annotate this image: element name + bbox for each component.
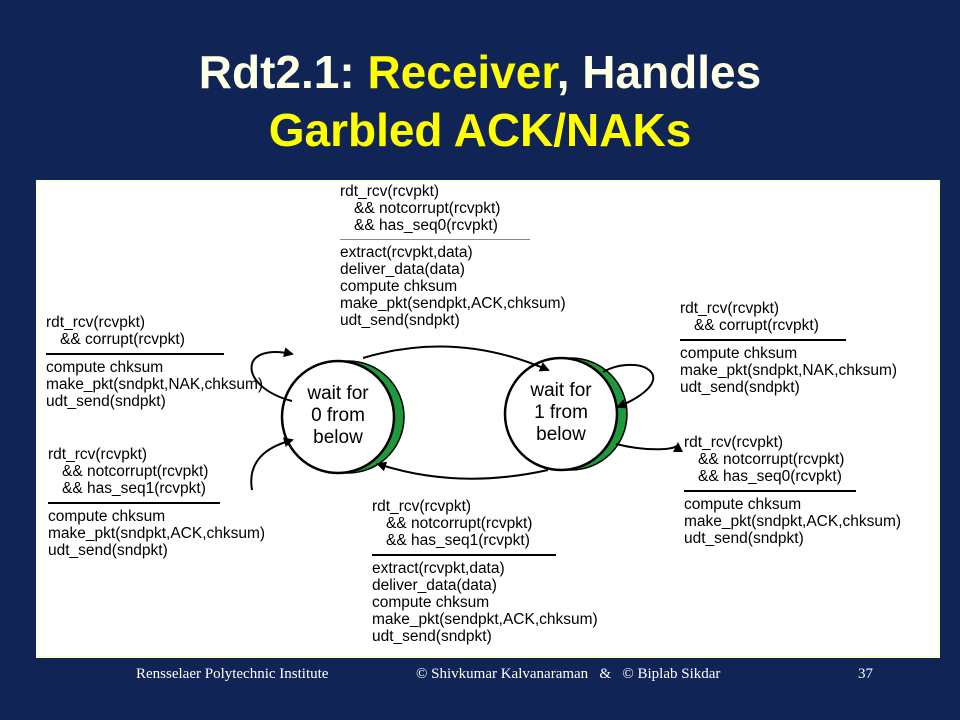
slide-title-line2: Garbled ACK/NAKs — [268, 104, 692, 156]
self-loop-right-top-arrow — [602, 363, 655, 409]
action-line: udt_send(sndpkt) — [340, 312, 460, 329]
action-line: udt_send(sndpkt) — [680, 379, 800, 396]
title-prefix: Rdt2.1: — [198, 46, 368, 98]
transition-top-label: rdt_rcv(rcvpkt) && notcorrupt(rcvpkt) &&… — [340, 183, 566, 329]
self-loop-left-bottom-arrow — [250, 437, 294, 491]
title-handles: , Handles — [556, 46, 762, 98]
footer-authors: © Shivkumar Kalvanaraman & © Biplab Sikd… — [416, 666, 721, 682]
event-line: rdt_rcv(rcvpkt) — [680, 300, 780, 317]
event-line: && notcorrupt(rcvpkt) — [386, 515, 533, 532]
transition-left-bottom-label: rdt_rcv(rcvpkt) && notcorrupt(rcvpkt) &&… — [48, 446, 265, 559]
event-line: rdt_rcv(rcvpkt) — [48, 446, 148, 463]
event-line: rdt_rcv(rcvpkt) — [684, 434, 784, 451]
transition-right-bottom-label: rdt_rcv(rcvpkt) && notcorrupt(rcvpkt) &&… — [684, 434, 901, 547]
footer-institute: Rensselaer Polytechnic Institute — [136, 666, 329, 682]
transition-divider — [46, 353, 224, 355]
slide-title-line1: Rdt2.1: Receiver, Handles — [0, 42, 960, 102]
event-line: && notcorrupt(rcvpkt) — [62, 463, 209, 480]
self-loop-right-bottom-arrow — [615, 442, 683, 453]
event-line: && corrupt(rcvpkt) — [60, 331, 185, 348]
action-line: make_pkt(sndpkt,NAK,chksum) — [680, 362, 898, 379]
event-line: && has_seq1(rcvpkt) — [62, 480, 206, 497]
event-line: && has_seq1(rcvpkt) — [386, 532, 530, 549]
event-line: && has_seq0(rcvpkt) — [698, 468, 842, 485]
transition-bottom-arrow — [376, 461, 549, 480]
transition-bottom-label: rdt_rcv(rcvpkt) && notcorrupt(rcvpkt) &&… — [372, 498, 598, 645]
transition-divider — [372, 554, 556, 556]
transition-divider — [340, 239, 530, 240]
action-line: udt_send(sndpkt) — [48, 542, 168, 559]
footer-page-number: 37 — [858, 666, 873, 682]
action-line: make_pkt(sndpkt,ACK,chksum) — [684, 513, 902, 530]
event-line: rdt_rcv(rcvpkt) — [372, 498, 472, 515]
transition-right-top-label: rdt_rcv(rcvpkt) && corrupt(rcvpkt) compu… — [680, 300, 897, 396]
title-receiver: Receiver — [367, 46, 557, 98]
action-line: make_pkt(sendpkt,ACK,chksum) — [340, 295, 566, 312]
transition-top-arrow — [362, 345, 550, 372]
action-line: make_pkt(sndpkt,NAK,chksum) — [46, 376, 264, 393]
self-loop-left-top-arrow — [250, 347, 294, 402]
action-line: udt_send(sndpkt) — [46, 393, 166, 410]
event-line: && notcorrupt(rcvpkt) — [698, 451, 845, 468]
transition-divider — [684, 490, 856, 492]
action-line: deliver_data(data) — [340, 261, 465, 278]
action-line: compute chksum — [340, 278, 458, 295]
action-line: udt_send(sndpkt) — [372, 628, 492, 645]
transition-divider — [48, 502, 220, 504]
action-line: extract(rcvpkt,data) — [372, 560, 505, 577]
action-line: compute chksum — [680, 345, 798, 362]
action-line: compute chksum — [684, 496, 802, 513]
event-line: && has_seq0(rcvpkt) — [354, 217, 498, 234]
fsm-diagram-graphics — [250, 345, 683, 491]
event-line: && notcorrupt(rcvpkt) — [354, 200, 501, 217]
state-wait1-circle — [503, 356, 619, 472]
event-line: rdt_rcv(rcvpkt) — [46, 314, 146, 331]
action-line: make_pkt(sndpkt,ACK,chksum) — [48, 525, 266, 542]
action-line: udt_send(sndpkt) — [684, 530, 804, 547]
action-line: extract(rcvpkt,data) — [340, 244, 473, 261]
action-line: compute chksum — [48, 508, 166, 525]
state-wait0-circle — [280, 359, 396, 475]
action-line: compute chksum — [372, 594, 490, 611]
event-line: rdt_rcv(rcvpkt) — [340, 183, 440, 200]
action-line: deliver_data(data) — [372, 577, 497, 594]
event-line: && corrupt(rcvpkt) — [694, 317, 819, 334]
transition-divider — [680, 339, 846, 341]
action-line: make_pkt(sendpkt,ACK,chksum) — [372, 611, 598, 628]
action-line: compute chksum — [46, 359, 164, 376]
transition-left-top-label: rdt_rcv(rcvpkt) && corrupt(rcvpkt) compu… — [46, 314, 263, 410]
